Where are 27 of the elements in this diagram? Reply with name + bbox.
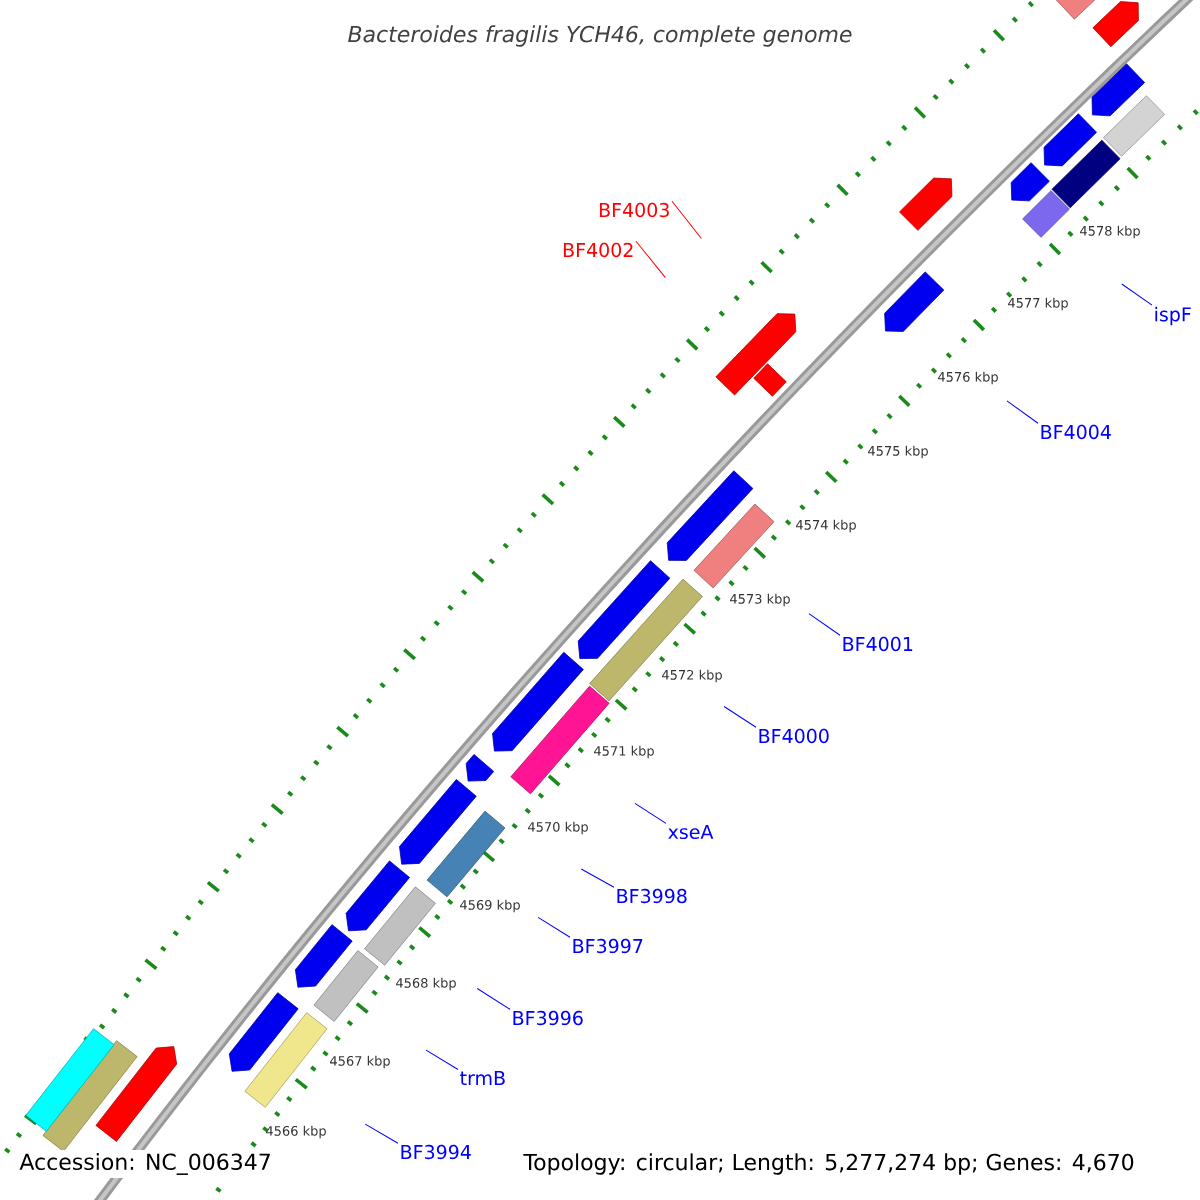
footer-text: Topology: circular; Length: 5,277,274 bp; Genes: 4,670: [520, 1150, 1138, 1178]
gene-label: BF3997: [573, 938, 643, 954]
gene-label: BF3996: [513, 1010, 583, 1026]
leader-line: [425, 1049, 459, 1070]
gene-label: xseA: [668, 824, 714, 840]
leader-line: [364, 1123, 399, 1144]
gene-label: BF3998: [617, 888, 687, 904]
leader-line: [671, 200, 702, 239]
leader-line: [1006, 400, 1039, 424]
gene-label: BF4004: [1041, 424, 1111, 440]
gene-label: BF4000: [759, 728, 829, 744]
leader-line: [476, 988, 511, 1010]
gene-label: BF4002: [563, 242, 633, 258]
gene-label: BF3994: [401, 1144, 471, 1160]
title: Bacteroides fragilis YCH46, complete genome: [348, 25, 852, 47]
leader-line: [635, 240, 666, 279]
leader-line: [1121, 283, 1153, 306]
leader-line: [537, 916, 571, 938]
leader-line: [580, 868, 615, 888]
leader-line: [723, 706, 757, 728]
accession-text: Accession: NC_006347: [16, 1150, 275, 1178]
leader-line: [808, 613, 841, 636]
gene-label: BF4003: [599, 202, 669, 218]
gene-label: trmB: [460, 1071, 505, 1085]
gene-label: BF4001: [843, 636, 913, 652]
gene-label: ispF: [1155, 306, 1191, 326]
leader-line: [634, 802, 667, 824]
